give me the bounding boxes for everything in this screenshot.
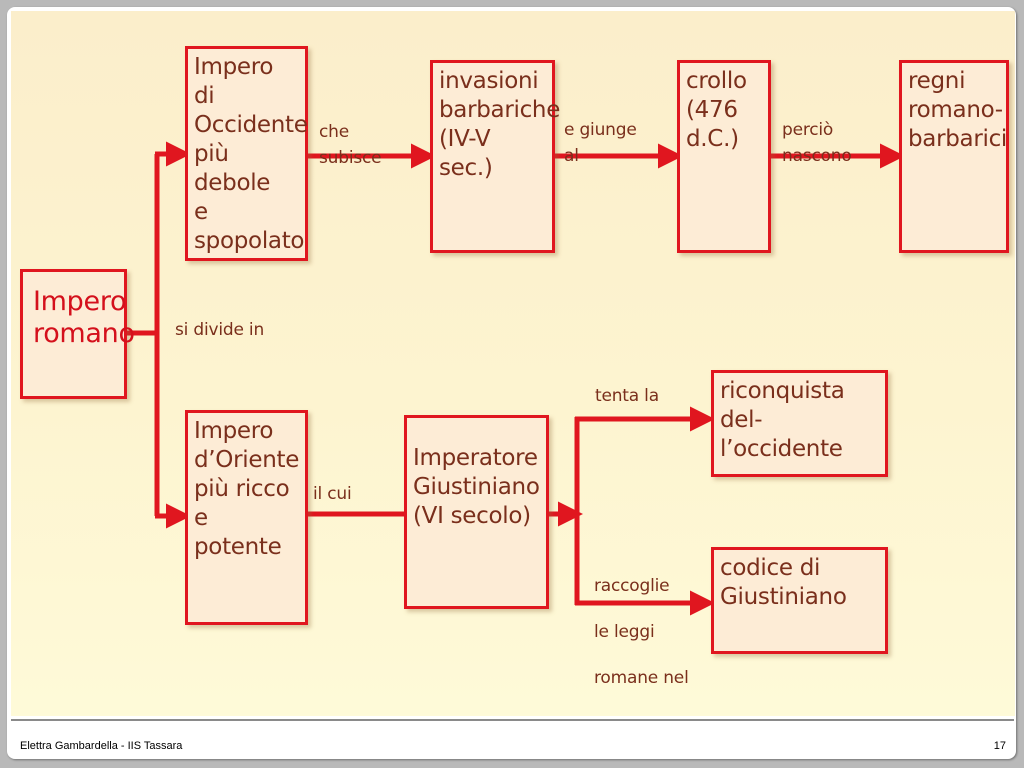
box-justinian-code: codice di Giustiniano: [711, 547, 888, 654]
label-divides-into: si divide in: [175, 320, 265, 340]
box-eastern-empire: Impero d’Oriente più ricco e potente: [185, 410, 308, 625]
footer-divider: [11, 719, 1014, 721]
label-whose: il cui: [313, 484, 352, 504]
box-western-empire: Impero di Occidente più debole e spopola…: [185, 46, 308, 261]
label-reaches: e giunge al: [564, 120, 637, 167]
box-roman-empire: Impero romano: [20, 269, 135, 399]
box-roman-barbarian-kingdoms: regni romano- barbarici: [899, 60, 1009, 253]
label-collects-laws: raccoglie le leggi romane nel: [594, 576, 689, 689]
label-therefore-arise: perciò nascono: [782, 120, 852, 167]
slide: Impero romano si divide in Impero di Occ…: [7, 7, 1016, 759]
diagram-canvas: Impero romano si divide in Impero di Occ…: [11, 11, 1015, 716]
box-reconquest-text: riconquista del- l’occidente: [720, 378, 845, 462]
label-attempts: tenta la: [595, 386, 659, 406]
box-barbarian-invasions: invasioni barbariche (IV-V sec.): [430, 60, 560, 253]
box-western-empire-text: Impero di Occidente più debole e spopola…: [194, 54, 308, 254]
box-barbarian-invasions-text: invasioni barbariche (IV-V sec.): [439, 68, 561, 181]
footer-author: Elettra Gambardella - IIS Tassara: [20, 740, 183, 752]
connector-arrows: [120, 141, 905, 616]
box-roman-empire-text: Impero romano: [33, 286, 135, 350]
box-eastern-empire-text: Impero d’Oriente più ricco e potente: [194, 418, 300, 560]
box-roman-barbarian-kingdoms-text: regni romano- barbarici: [908, 68, 1008, 152]
box-justinian-code-text: codice di Giustiniano: [720, 555, 847, 610]
label-suffers: che subisce: [319, 122, 382, 169]
box-emperor-justinian-text: Imperatore Giustiniano (VI secolo): [413, 445, 540, 529]
page-number: 17: [993, 740, 1006, 752]
box-collapse: crollo (476 d.C.): [677, 60, 771, 253]
box-emperor-justinian: Imperatore Giustiniano (VI secolo): [404, 415, 549, 609]
box-reconquest: riconquista del- l’occidente: [711, 370, 888, 477]
box-collapse-text: crollo (476 d.C.): [686, 68, 747, 152]
